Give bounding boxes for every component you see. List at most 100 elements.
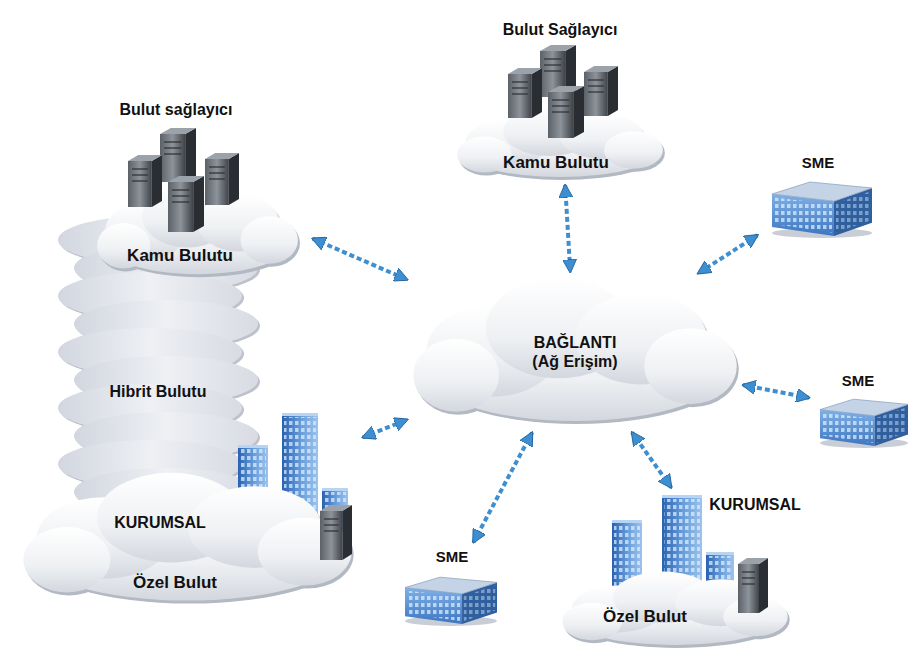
network-link xyxy=(313,239,407,280)
server-slot xyxy=(742,583,755,584)
tower-cap xyxy=(706,552,734,555)
sme-building xyxy=(405,577,497,626)
server-slot xyxy=(544,58,561,59)
server-icon xyxy=(128,155,162,207)
server-top xyxy=(584,66,618,72)
network-link xyxy=(565,185,570,272)
server-side xyxy=(193,176,204,232)
server-icon xyxy=(160,128,196,182)
illustration-group xyxy=(772,182,872,238)
server-slot xyxy=(552,111,569,112)
building-front-windows xyxy=(822,413,873,443)
node-label: BAĞLANTI (Ağ Erişim) xyxy=(525,333,625,371)
server-slot xyxy=(209,178,225,179)
node-label: KURUMSAL xyxy=(709,495,801,514)
server-front xyxy=(508,74,532,118)
sme-node: SME xyxy=(812,368,912,448)
illustration-group xyxy=(820,399,908,448)
building-front-windows xyxy=(407,591,460,621)
server-slot xyxy=(132,168,148,169)
server-top xyxy=(320,505,352,511)
cloud-puff xyxy=(413,339,499,412)
cloud-puff xyxy=(23,527,110,592)
sme-building xyxy=(772,182,872,238)
cloud-shape xyxy=(413,278,738,424)
server-top xyxy=(168,176,204,182)
server-slot xyxy=(512,93,528,94)
illustration-group xyxy=(405,577,497,626)
node-label: Kamu Bulutu xyxy=(127,246,233,266)
server-side xyxy=(608,66,618,116)
server-front xyxy=(205,159,229,205)
server-slot xyxy=(132,180,148,181)
node-label: Bulut sağlayıcı xyxy=(120,100,233,119)
server-slot xyxy=(209,172,225,173)
server-slot xyxy=(324,524,338,525)
network-cloud: BAĞLANTI (Ağ Erişim) xyxy=(410,275,740,430)
private-cloud: KURUMSALÖzel Bulut xyxy=(560,490,900,650)
server-side xyxy=(573,86,584,138)
hybrid-cloud: Hibrit Bulutu Bulut sağlayıcıKamu BulutuK… xyxy=(15,95,370,610)
server-slot xyxy=(742,577,755,578)
tower-cap xyxy=(612,520,642,523)
network-link xyxy=(363,420,407,438)
server-front xyxy=(128,161,152,207)
node-label: Özel Bulut xyxy=(133,573,217,593)
server-side xyxy=(229,153,239,205)
sme-building xyxy=(820,399,908,448)
server-slot xyxy=(209,166,225,167)
node-label: Kamu Bulutu xyxy=(503,153,609,173)
server-slot xyxy=(588,79,604,80)
server-slot xyxy=(544,70,561,71)
server-top xyxy=(540,45,576,51)
server-front xyxy=(738,564,759,613)
cloud-puff xyxy=(604,131,663,169)
server-slot xyxy=(588,91,604,92)
server-top xyxy=(508,68,542,74)
server-icon xyxy=(320,505,352,560)
server-icon xyxy=(584,66,618,116)
server-slot xyxy=(544,64,561,65)
illustration-group xyxy=(457,45,665,180)
server-slot xyxy=(512,81,528,82)
network-link xyxy=(743,385,809,398)
illustration-group xyxy=(562,495,789,648)
server-slot xyxy=(172,195,189,196)
server-slot xyxy=(164,153,181,154)
illustration-group xyxy=(413,278,738,424)
node-label: SME xyxy=(436,548,469,566)
node-label: SME xyxy=(802,154,835,172)
sme-node: SME xyxy=(760,150,880,240)
server-side xyxy=(532,68,542,118)
building-roof xyxy=(820,399,908,416)
server-slot xyxy=(164,141,181,142)
server-front xyxy=(168,182,193,232)
node-illustration xyxy=(560,490,900,650)
server-front xyxy=(584,72,608,116)
node-label: Hibrit Bulutu xyxy=(110,382,207,401)
server-top xyxy=(160,128,196,134)
tower-cap xyxy=(662,495,702,498)
server-top xyxy=(548,86,584,92)
building-roof xyxy=(405,577,497,594)
illustration-group xyxy=(97,128,300,277)
node-label: KURUMSAL xyxy=(114,513,206,532)
server-side xyxy=(759,558,768,613)
server-icon xyxy=(168,176,204,232)
server-slot xyxy=(164,147,181,148)
server-slot xyxy=(172,201,189,202)
tower-cap xyxy=(282,413,318,416)
network-link xyxy=(473,433,532,543)
server-slot xyxy=(552,99,569,100)
server-side xyxy=(152,155,162,207)
private-cloud: KURUMSAL Özel Bulut xyxy=(15,405,360,610)
server-slot xyxy=(172,189,189,190)
server-icon xyxy=(508,68,542,118)
network-link xyxy=(632,432,671,487)
sme-node: SME xyxy=(400,545,500,627)
building-front-windows xyxy=(774,198,832,233)
server-slot xyxy=(588,85,604,86)
public-cloud: Bulut SağlayıcıKamu Bulutu xyxy=(450,12,670,182)
server-slot xyxy=(324,518,338,519)
